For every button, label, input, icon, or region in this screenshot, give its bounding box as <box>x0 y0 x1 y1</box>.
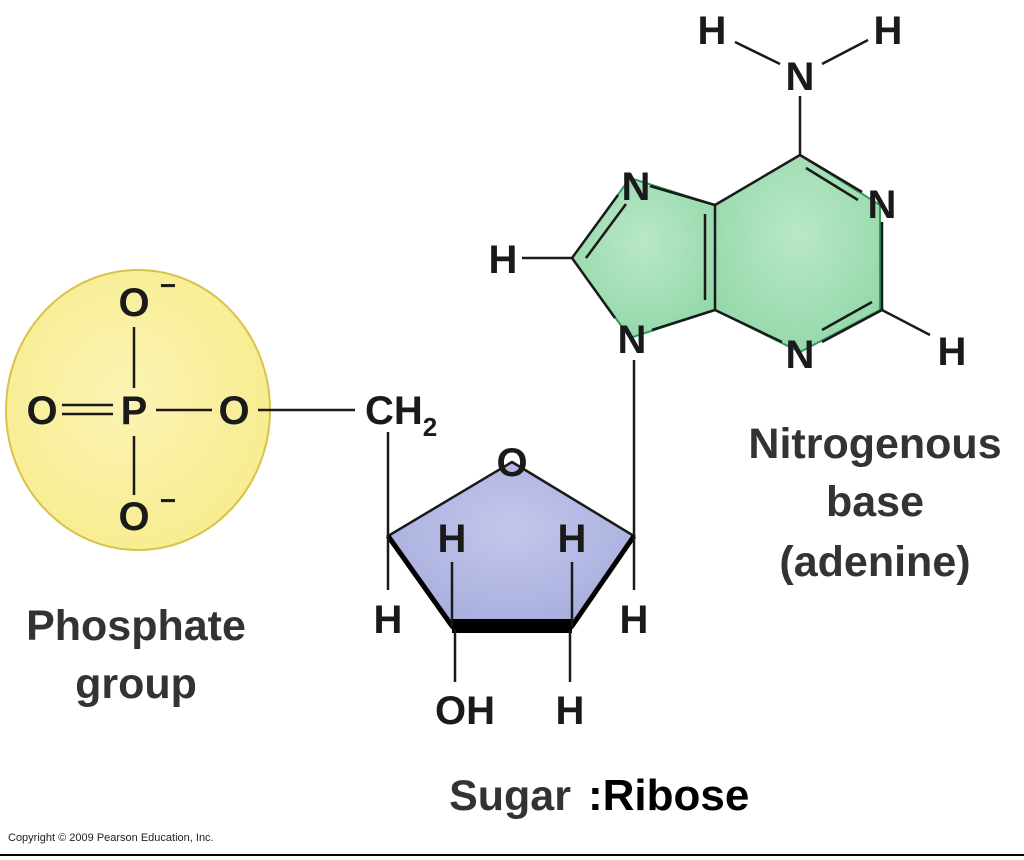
base-bond-c2-n3-double <box>821 300 873 332</box>
adenine-base: H N H N N N N H H <box>489 9 967 536</box>
sugar-h-c1-up: H <box>558 517 587 561</box>
base-bond-n3-c4 <box>714 308 783 344</box>
bottom-divider <box>0 854 1024 856</box>
base-bond-c6-n1 <box>799 153 863 194</box>
phosphate-o-left: O <box>26 389 57 433</box>
base-label-line2: base <box>826 478 924 526</box>
sugar-name-label: :Ribose <box>588 771 749 820</box>
base-h-c2: H <box>938 330 967 374</box>
base-bond-n7-c5 <box>649 184 716 207</box>
phosphate-group: O − O P O O − <box>5 269 355 551</box>
base-n9: N <box>618 318 647 362</box>
phosphate-p: P <box>121 389 148 433</box>
sugar-h-c4-up: H <box>438 517 467 561</box>
phosphate-label-line1: Phosphate <box>26 602 246 650</box>
phosphate-label-line2: group <box>75 660 197 708</box>
sugar-label: Sugar <box>449 772 571 820</box>
c2-h-bond-base <box>881 308 931 337</box>
base-label-line3: (adenine) <box>779 538 970 586</box>
base-bond-c8-n9 <box>570 257 617 319</box>
copyright-notice: Copyright © 2009 Pearson Education, Inc. <box>8 832 214 844</box>
sugar-ch2-subscript: 2 <box>423 412 437 442</box>
ribose-sugar: CH2 O H H H H OH H <box>365 389 648 733</box>
base-label-line1: Nitrogenous <box>748 420 1001 468</box>
base-nh2-h-right: H <box>874 9 903 53</box>
base-nh2-h-left: H <box>698 9 727 53</box>
base-bond-c8-n7-double <box>584 203 628 259</box>
phosphate-o-bottom-charge: − <box>160 485 176 516</box>
n-h-right-bond <box>821 38 869 66</box>
sugar-oh: OH <box>435 689 495 733</box>
base-nh2-n: N <box>786 55 815 99</box>
base-bond-c5-c6 <box>714 153 801 207</box>
base-bond-c2-n3 <box>821 308 883 344</box>
base-bond-c6-n1-double <box>805 166 859 202</box>
sugar-front-right-edge <box>569 534 637 628</box>
sugar-front-left-edge <box>385 534 455 628</box>
base-n1: N <box>868 183 897 227</box>
sugar-h-c4-out: H <box>374 598 403 642</box>
sugar-ch2: CH2 <box>365 389 437 442</box>
sugar-ring-o: O <box>496 441 527 485</box>
phosphate-o-right: O <box>218 389 249 433</box>
sugar-ch2-c: CH <box>365 389 423 433</box>
sugar-h-c2: H <box>556 689 585 733</box>
base-n7: N <box>622 165 651 209</box>
base-h-c8: H <box>489 238 518 282</box>
sugar-ring <box>386 460 636 630</box>
base-bond-n9-c4 <box>651 308 716 332</box>
sugar-h-c1-out: H <box>620 598 649 642</box>
base-bond-c8-n7 <box>570 194 620 259</box>
phosphate-o-bottom: O <box>118 495 149 539</box>
base-n3: N <box>786 333 815 377</box>
phosphate-o-top: O <box>118 281 149 325</box>
phosphate-o-top-charge: − <box>160 270 176 301</box>
n-h-left-bond <box>734 40 781 66</box>
